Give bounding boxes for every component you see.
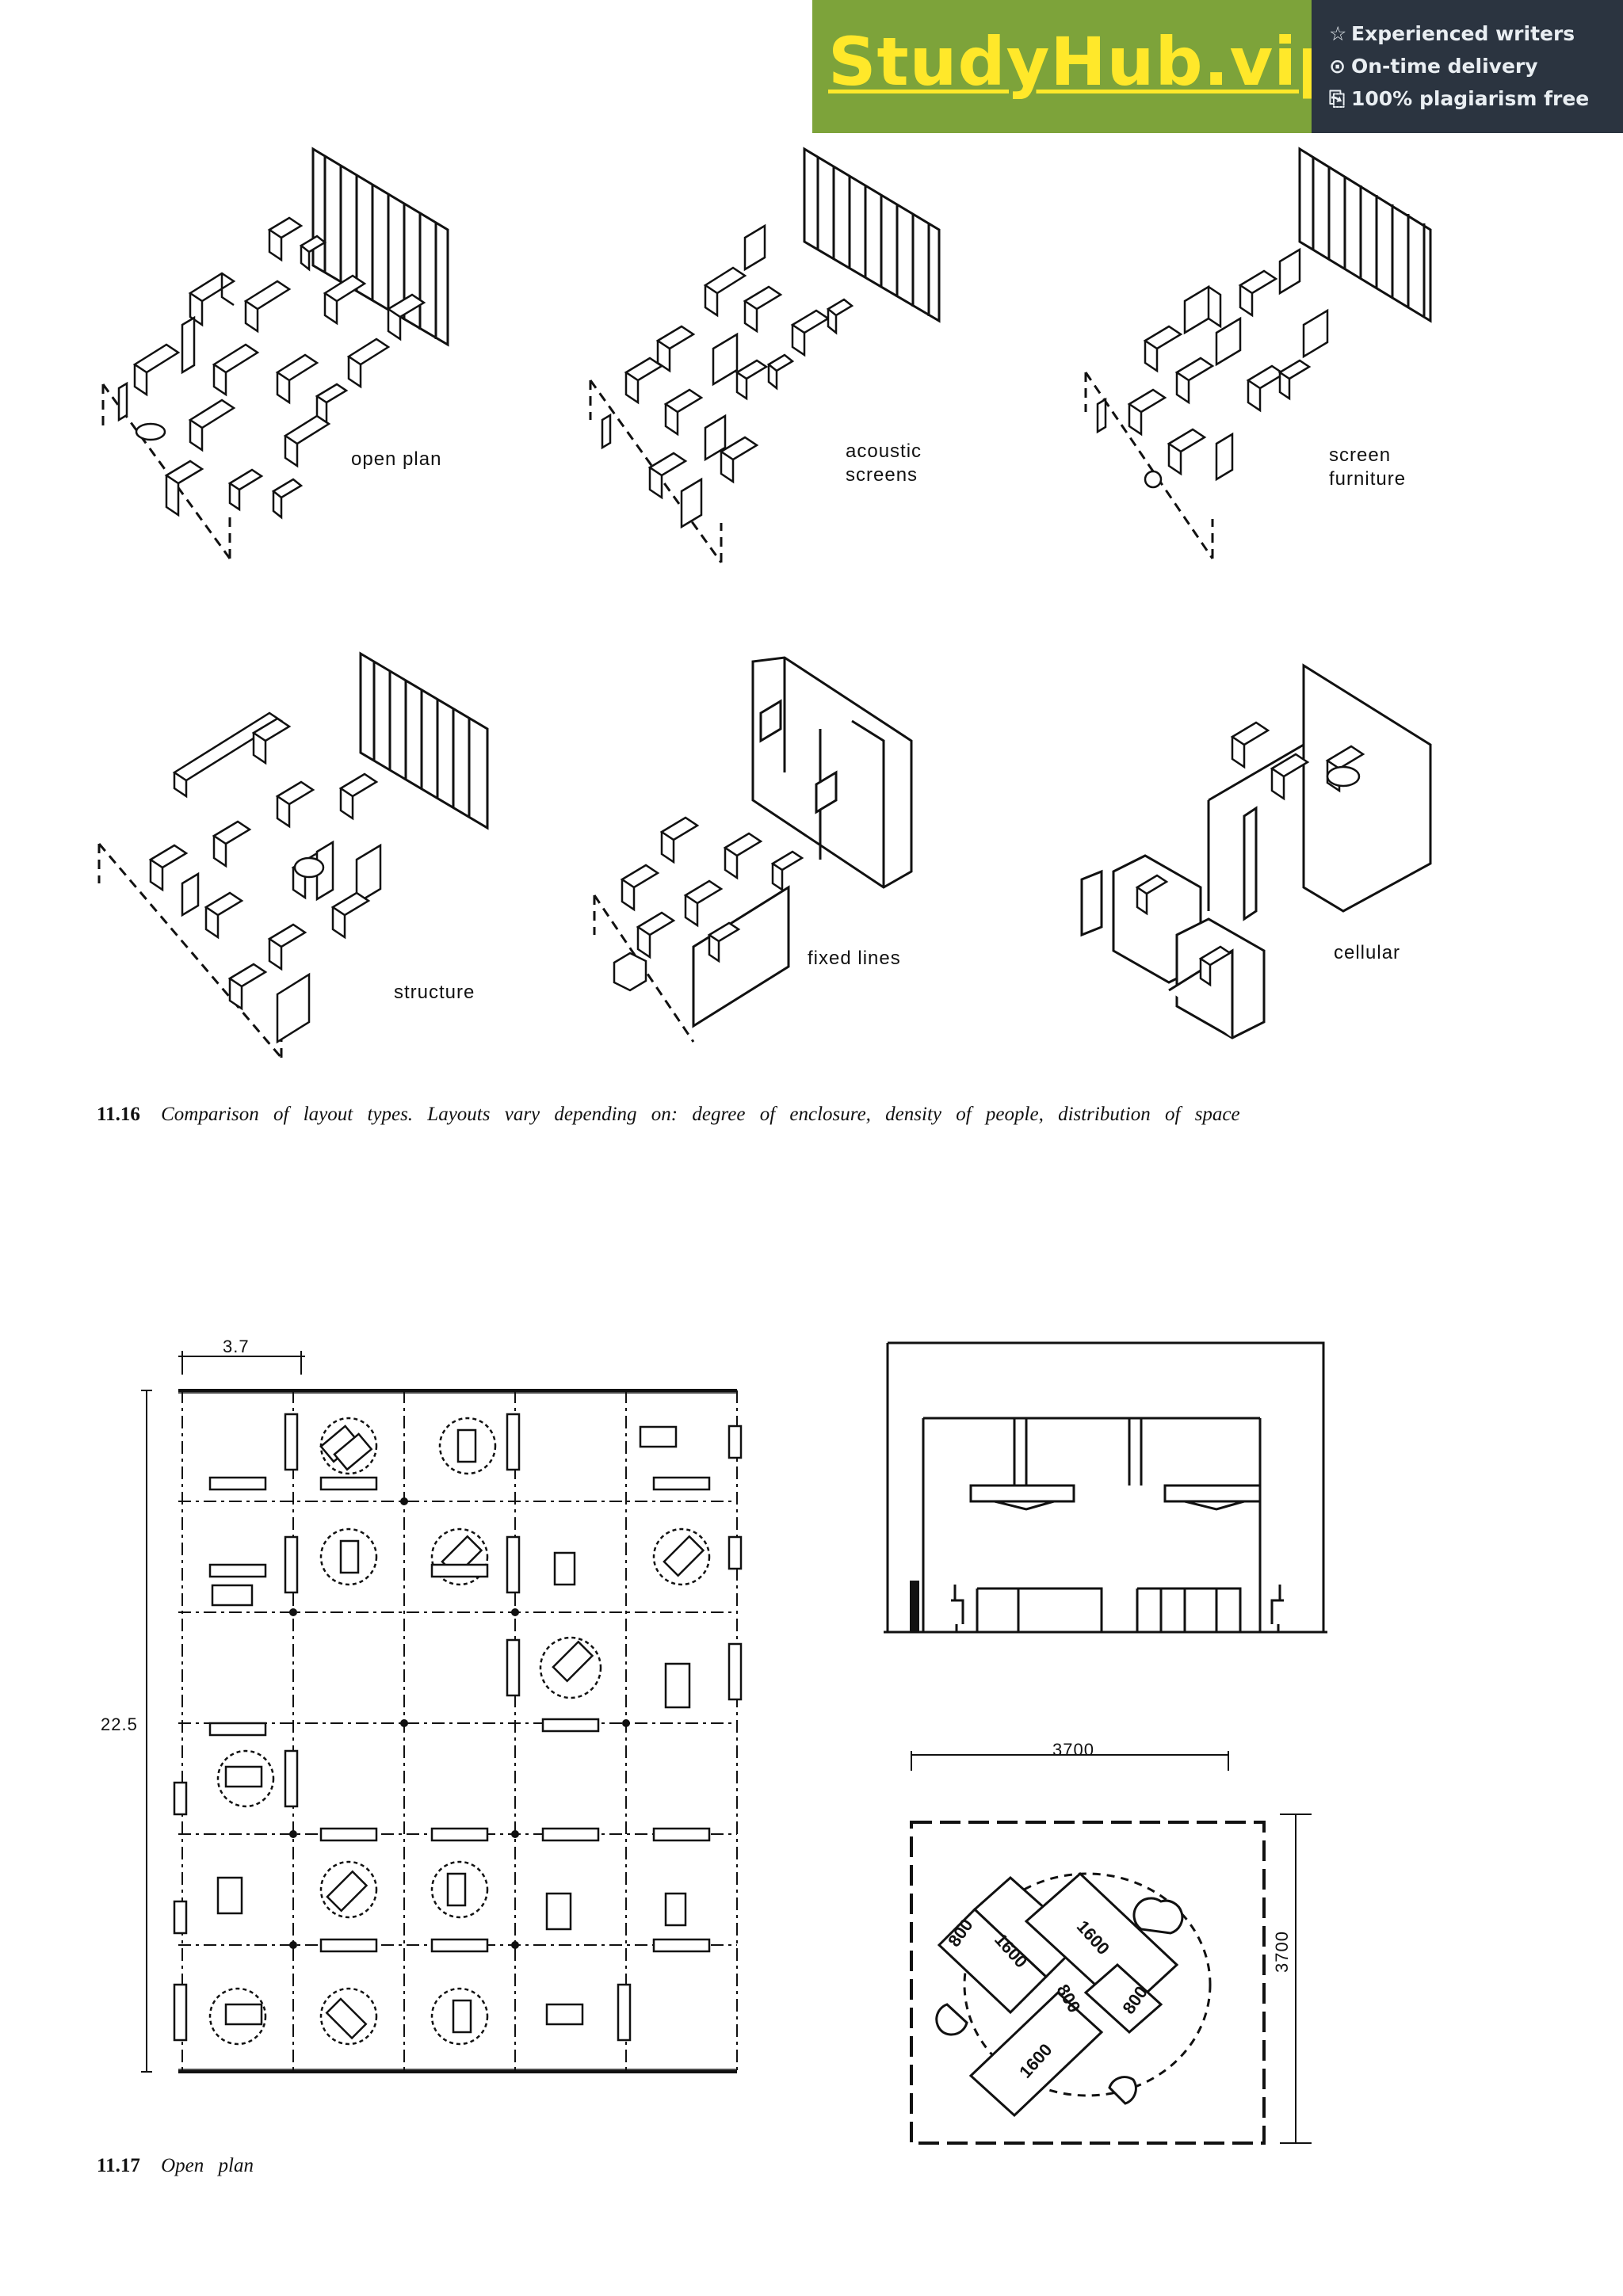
open-plan-grid-drawing	[141, 1351, 743, 2073]
banner-brand-panel: StudyHub.vip	[812, 0, 1345, 133]
plan-width-dimension: 3700	[1052, 1740, 1094, 1760]
workstation-plan-drawing: 800 1600 1600 800 800 1600	[910, 1751, 1312, 2145]
panel-label-acoustic-screens: acoustic screens	[846, 441, 922, 486]
clock-icon: ⊙	[1329, 55, 1346, 78]
caption-text: Open plan	[161, 2155, 254, 2176]
caption-text: Comparison of layout types. Layouts vary…	[161, 1104, 1240, 1125]
section-elevation-drawing	[884, 1341, 1327, 1634]
feature-item: ⊙On-time delivery	[1329, 55, 1538, 78]
star-icon: ☆	[1329, 22, 1347, 45]
studyhub-banner[interactable]: StudyHub.vip ☆Experienced writers ⊙On-ti…	[812, 0, 1623, 133]
feature-text: Experienced writers	[1351, 22, 1575, 45]
feature-text: 100% plagiarism free	[1351, 87, 1590, 110]
panel-label-structure: structure	[394, 982, 475, 1003]
panel-fixed-lines-drawing	[593, 656, 913, 1043]
caption-number: 11.16	[97, 1104, 140, 1125]
plan-height-dimension: 3700	[1272, 1931, 1292, 1973]
panel-label-open-plan: open plan	[351, 448, 442, 470]
panel-cellular-drawing	[1080, 663, 1432, 1039]
figure-caption-11-17: 11.17 Open plan	[97, 2155, 254, 2177]
feature-item: ☆Experienced writers	[1329, 22, 1575, 45]
panel-open-plan-drawing	[101, 147, 449, 559]
figure-caption-11-16: 11.16 Comparison of layout types. Layout…	[97, 1104, 1240, 1126]
panel-label-screen-furniture: screen furniture	[1329, 444, 1407, 490]
grid-dimension-label: 3.7	[223, 1337, 250, 1356]
panel-label-fixed-lines: fixed lines	[808, 948, 901, 969]
feature-item: ⎘100% plagiarism free	[1329, 87, 1589, 111]
panel-acoustic-screens-drawing	[589, 147, 941, 563]
banner-features-panel: ☆Experienced writers ⊙On-time delivery ⎘…	[1312, 0, 1623, 133]
panel-label-cellular: cellular	[1334, 942, 1401, 963]
document-check-icon: ⎘	[1329, 87, 1346, 110]
panel-structure-drawing	[97, 651, 489, 1058]
panel-screen-furniture-drawing	[1084, 147, 1432, 559]
caption-number: 11.17	[97, 2155, 140, 2176]
feature-text: On-time delivery	[1351, 55, 1538, 78]
overall-dimension-label: 22.5	[101, 1714, 138, 1734]
brand-logo: StudyHub.vip	[828, 23, 1346, 101]
